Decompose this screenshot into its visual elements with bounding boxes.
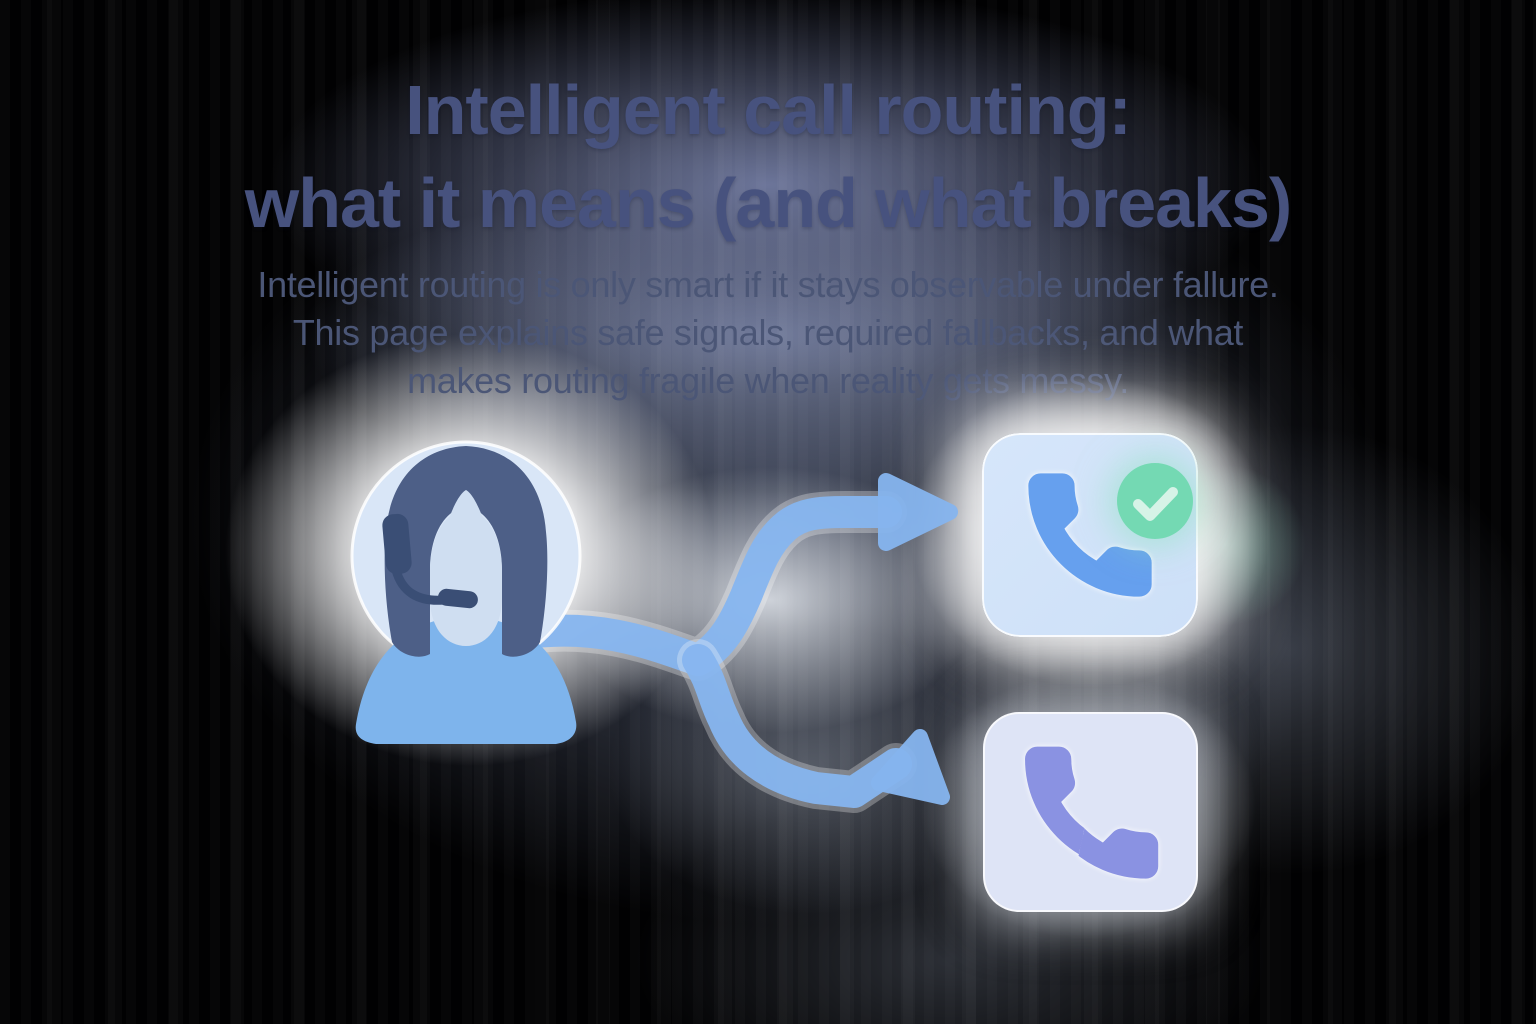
subtitle-line-3: makes routing fragile when reality gets … — [407, 360, 1129, 401]
phone-icon — [1028, 473, 1152, 597]
broken-phone-icon — [1017, 738, 1165, 886]
success-badge — [1117, 463, 1193, 539]
title-line-2: what it means (and what breaks) — [244, 164, 1292, 242]
subtitle-line-1: Intelligent routing is only smart if it … — [257, 264, 1279, 305]
primary-route-card — [982, 433, 1198, 637]
subtitle-line-2: This page explains safe signals, require… — [292, 312, 1244, 353]
fallback-route-card — [983, 712, 1198, 912]
title-line-1: Intelligent call routing: — [405, 71, 1132, 149]
checkmark-icon — [1133, 487, 1178, 521]
page-title: Intelligent call routing: what it means … — [0, 64, 1536, 250]
page-subtitle: Intelligent routing is only smart if it … — [0, 261, 1536, 405]
